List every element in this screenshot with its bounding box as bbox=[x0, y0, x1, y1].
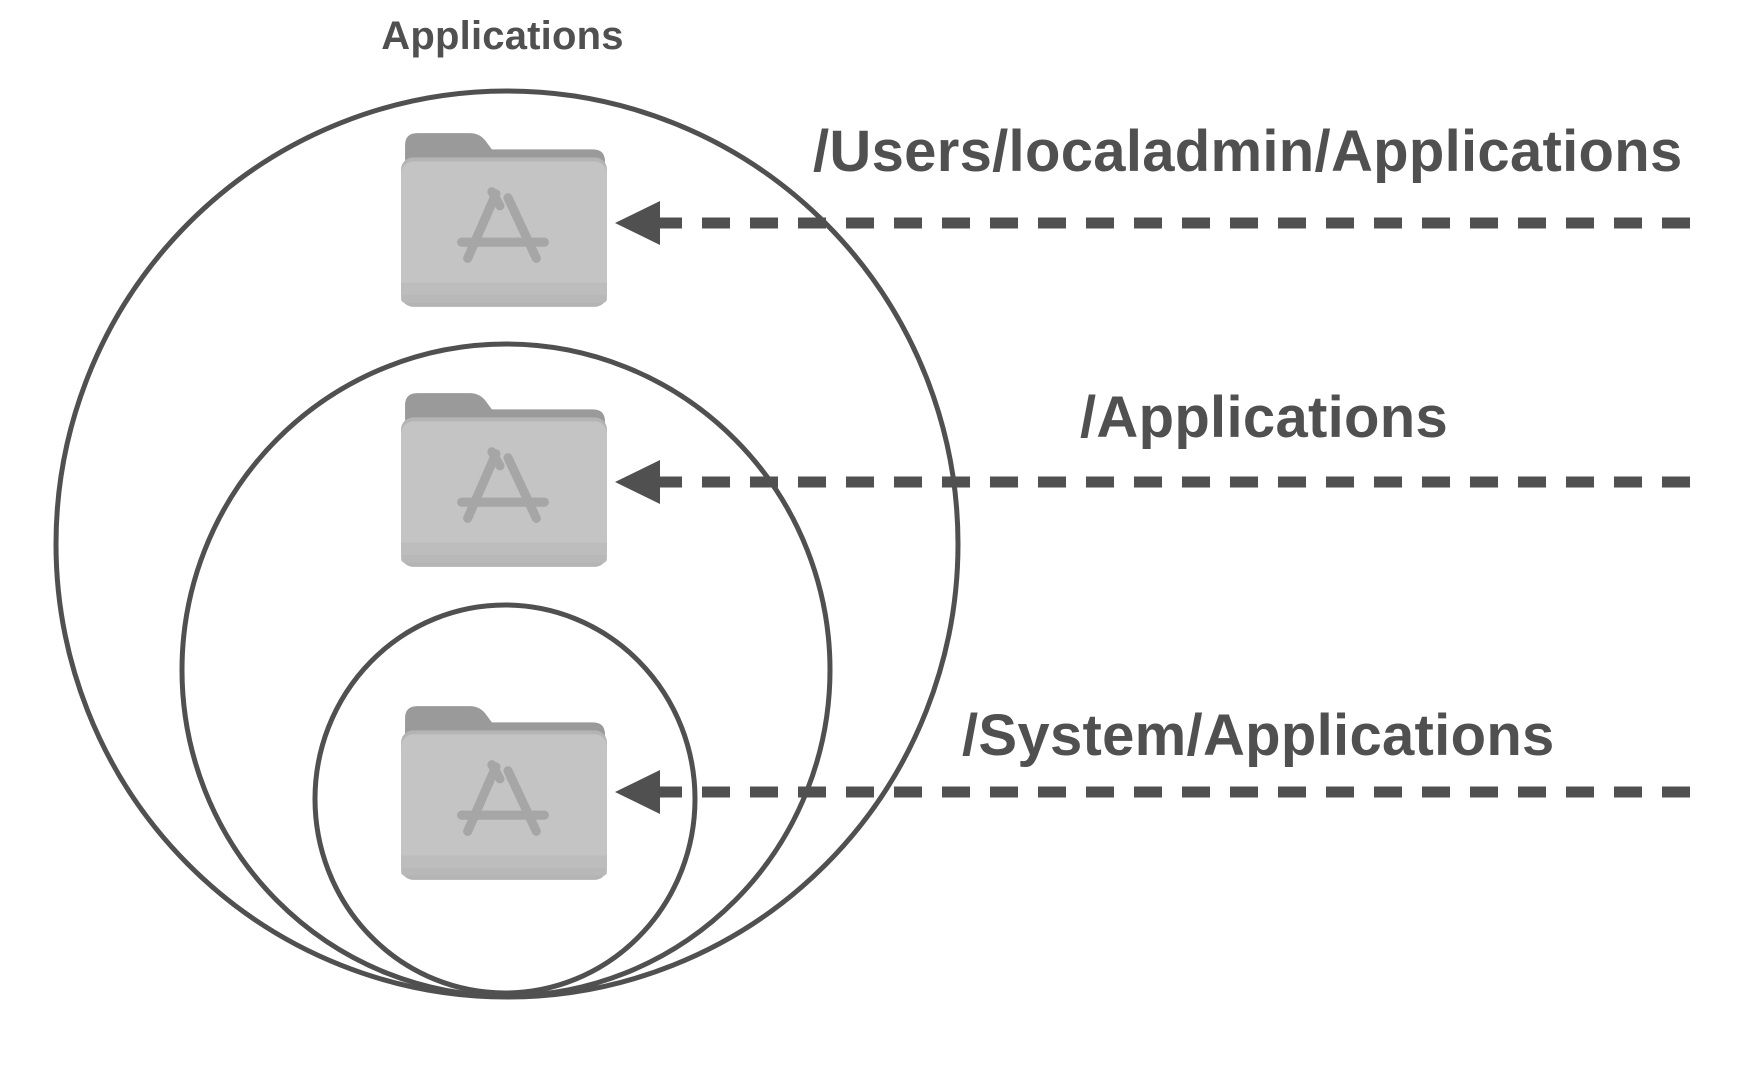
middle-circle-applications bbox=[179, 341, 833, 999]
arrow-left-icon bbox=[615, 460, 660, 504]
folder-icon-user-applications bbox=[401, 133, 607, 307]
diagram-title: Applications bbox=[381, 14, 624, 58]
path-label-system-applications: /System/Applications bbox=[962, 703, 1555, 768]
arrow-left-icon bbox=[615, 770, 660, 814]
path-label-applications: /Applications bbox=[1080, 385, 1449, 450]
folder-icon-system-applications bbox=[401, 706, 607, 880]
arrow-left-icon bbox=[615, 201, 660, 245]
folder-icon-applications bbox=[401, 393, 607, 567]
inner-circle-system-applications bbox=[312, 602, 698, 996]
path-label-user-applications: /Users/localadmin/Applications bbox=[813, 119, 1683, 184]
